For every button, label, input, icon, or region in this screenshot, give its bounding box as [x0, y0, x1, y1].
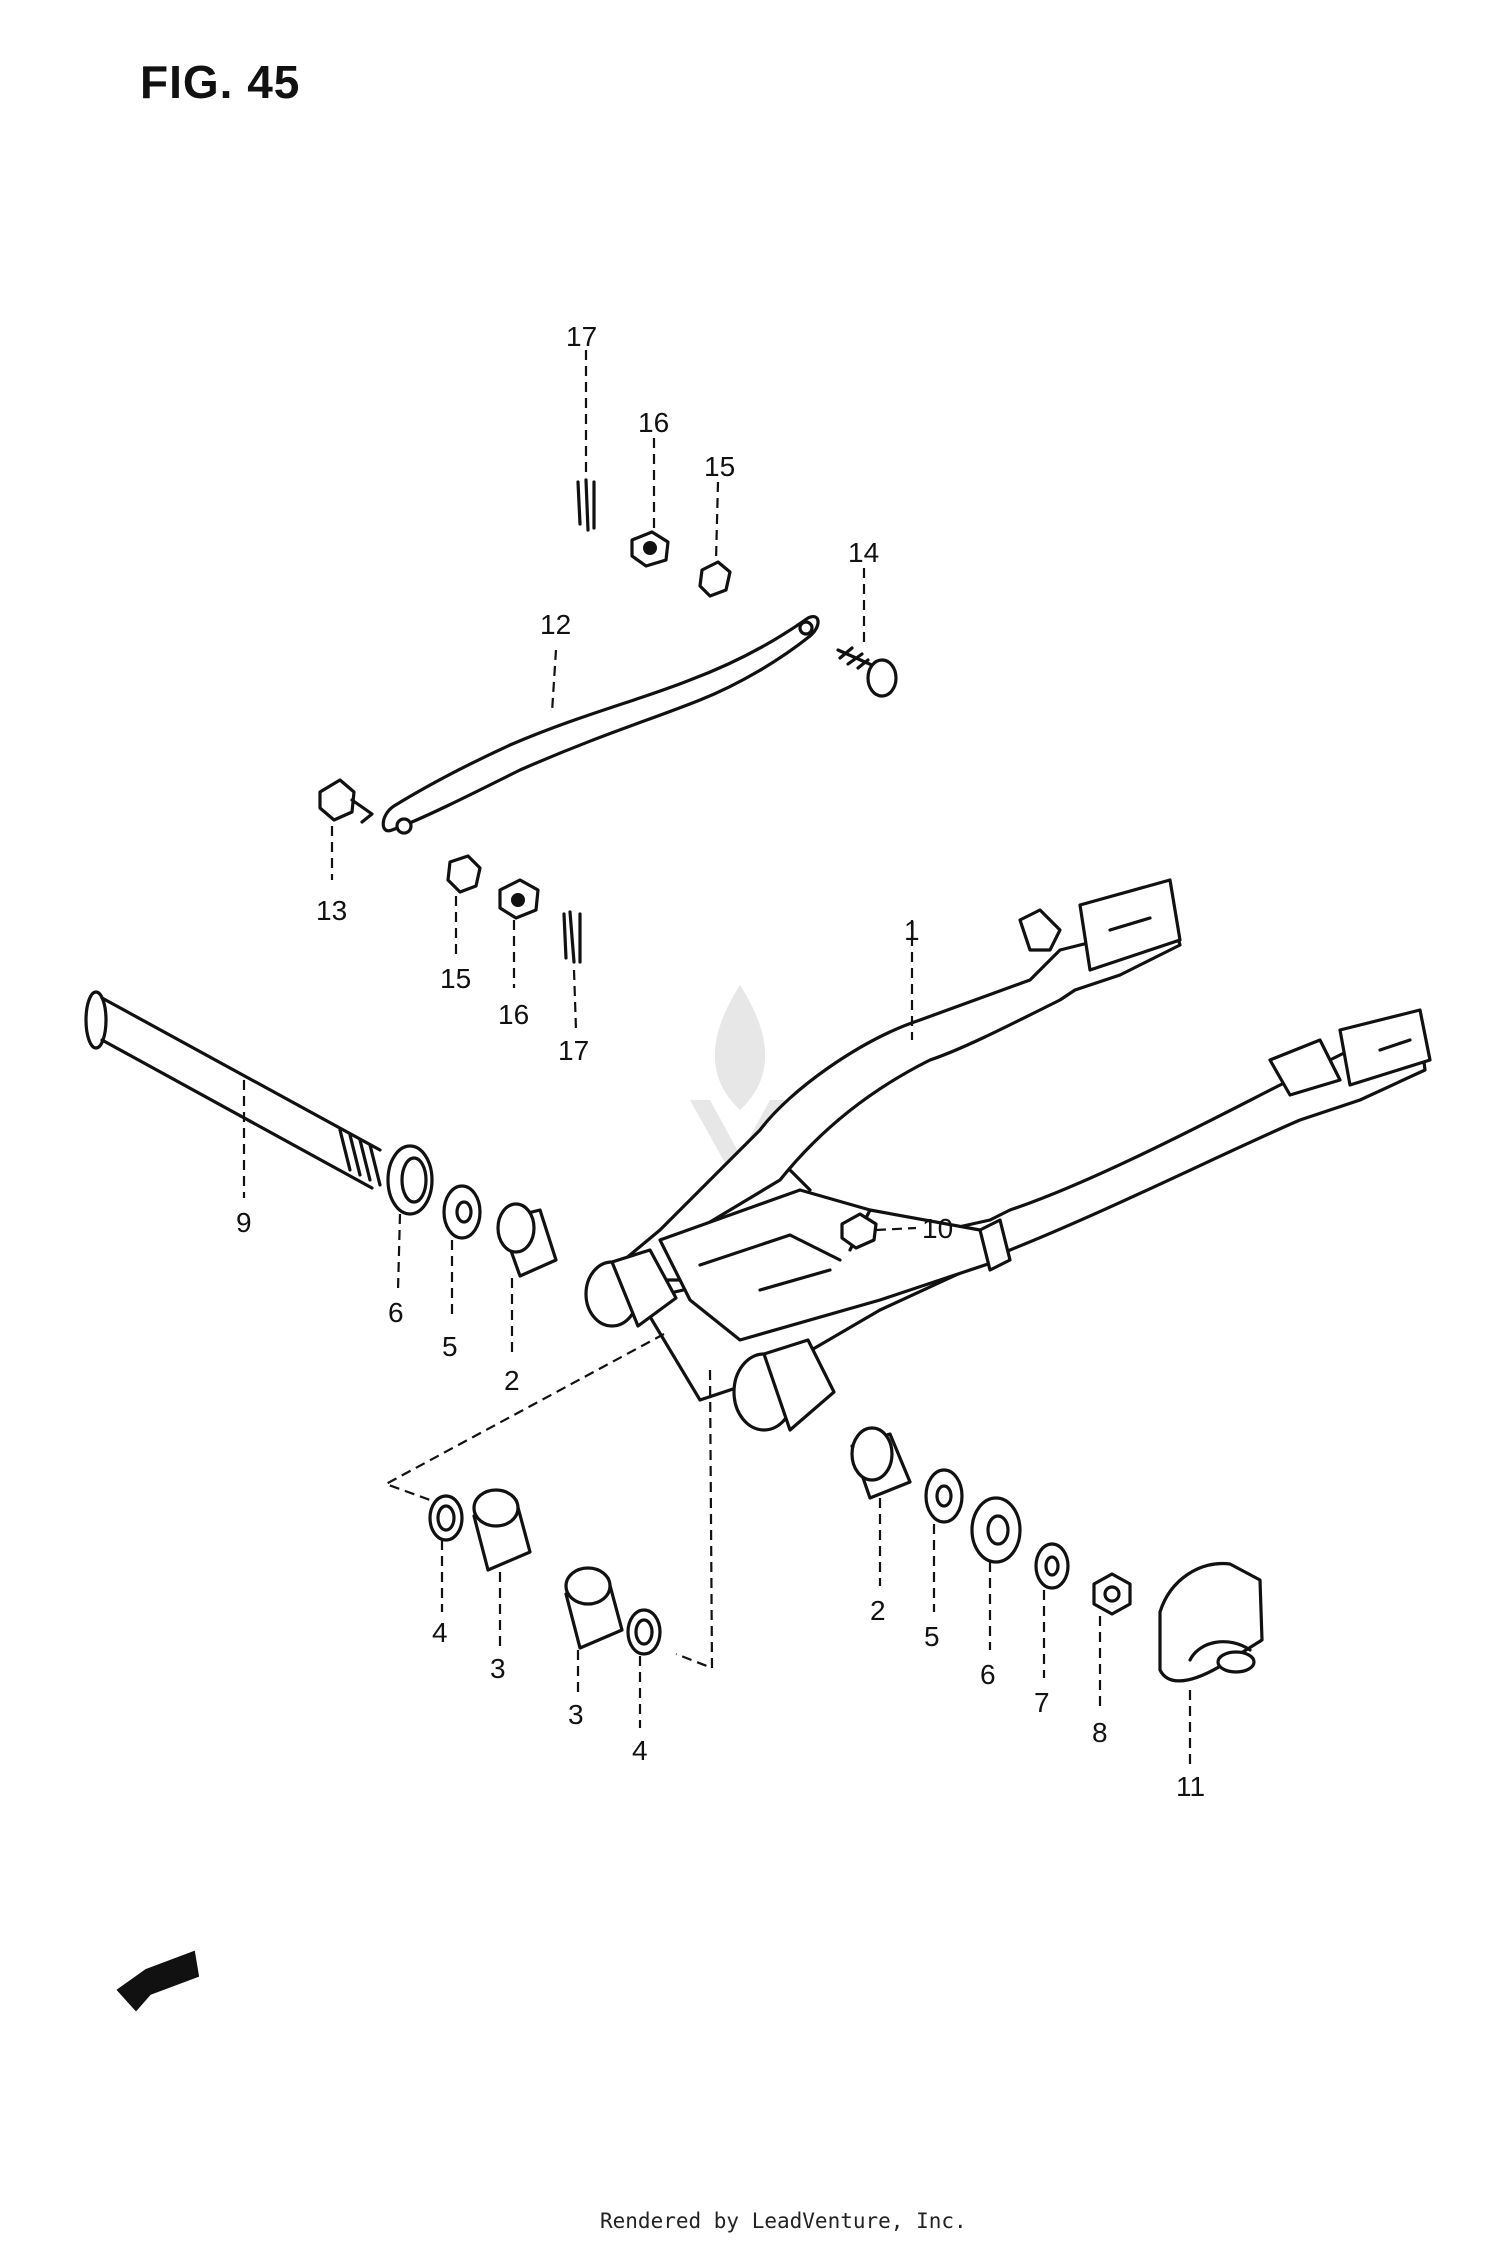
part-7-washer	[1034, 1542, 1070, 1590]
callout-15-top: 15	[704, 451, 735, 482]
callout-3-left: 3	[490, 1653, 506, 1684]
part-8-nut	[1092, 1572, 1132, 1616]
front-direction-arrow-icon	[116, 1950, 200, 2012]
callout-17-top: 17	[566, 321, 597, 352]
part-17-cotter-pin-bottom	[562, 910, 582, 964]
callout-3-right: 3	[568, 1699, 584, 1730]
part-2-bushing-right	[850, 1426, 912, 1500]
part-15-washer-top	[698, 560, 732, 598]
part-15-washer-bottom	[446, 854, 482, 894]
part-4-seal-right	[626, 1608, 662, 1656]
callout-5-left: 5	[442, 1331, 458, 1362]
part-16-nut-top	[630, 530, 670, 568]
part-6-dust-seal	[386, 1144, 434, 1216]
callout-9: 9	[236, 1207, 252, 1238]
part-1-swing-arm	[584, 878, 1432, 1432]
callout-2-left: 2	[504, 1365, 520, 1396]
callout-16-bottom: 16	[498, 999, 529, 1030]
callout-4-right: 4	[632, 1735, 648, 1766]
footer-credit: Rendered by LeadVenture, Inc.	[600, 2209, 967, 2233]
callout-11: 11	[1176, 1771, 1205, 1802]
part-13-bolt	[318, 778, 374, 824]
callout-15-bottom: 15	[440, 963, 471, 994]
part-14-bolt	[836, 646, 898, 698]
callout-16-top: 16	[638, 407, 669, 438]
part-2-bushing	[496, 1202, 558, 1278]
callout-14: 14	[848, 537, 879, 568]
figure-title: FIG. 45	[140, 56, 300, 108]
callout-5-right: 5	[924, 1621, 940, 1652]
part-16-nut-bottom	[498, 878, 540, 920]
part-12-torque-link	[381, 615, 820, 835]
callout-10: 10	[922, 1213, 953, 1244]
part-9-pivot-bolt	[84, 990, 382, 1190]
part-4-seal-left	[428, 1494, 464, 1542]
leader-lines	[242, 350, 1192, 1764]
callout-7: 7	[1034, 1687, 1050, 1718]
callout-6-right: 6	[980, 1659, 996, 1690]
callout-8: 8	[1092, 1717, 1108, 1748]
part-5-washer-right	[924, 1468, 964, 1524]
part-10-nut	[840, 1212, 878, 1250]
part-3-spacer-right	[564, 1566, 624, 1650]
part-5-washer	[442, 1184, 482, 1240]
part-11-chain-guard	[1158, 1561, 1264, 1683]
callout-12: 12	[540, 609, 571, 640]
assembly-guide-lines	[383, 1333, 714, 1670]
part-17-cotter-pin-top	[576, 478, 596, 532]
callout-4-left: 4	[432, 1617, 448, 1648]
callout-17-bottom: 17	[558, 1035, 589, 1066]
callout-2-right: 2	[870, 1595, 886, 1626]
part-3-spacer-left	[472, 1488, 532, 1572]
callout-13: 13	[316, 895, 347, 926]
callout-6-left: 6	[388, 1297, 404, 1328]
part-6-seal-right	[970, 1496, 1022, 1564]
callout-labels: 17 16 15 14 12 13 15 16 17 1 9 10 6 5 2 …	[236, 321, 1205, 1802]
callout-1: 1	[904, 915, 920, 946]
